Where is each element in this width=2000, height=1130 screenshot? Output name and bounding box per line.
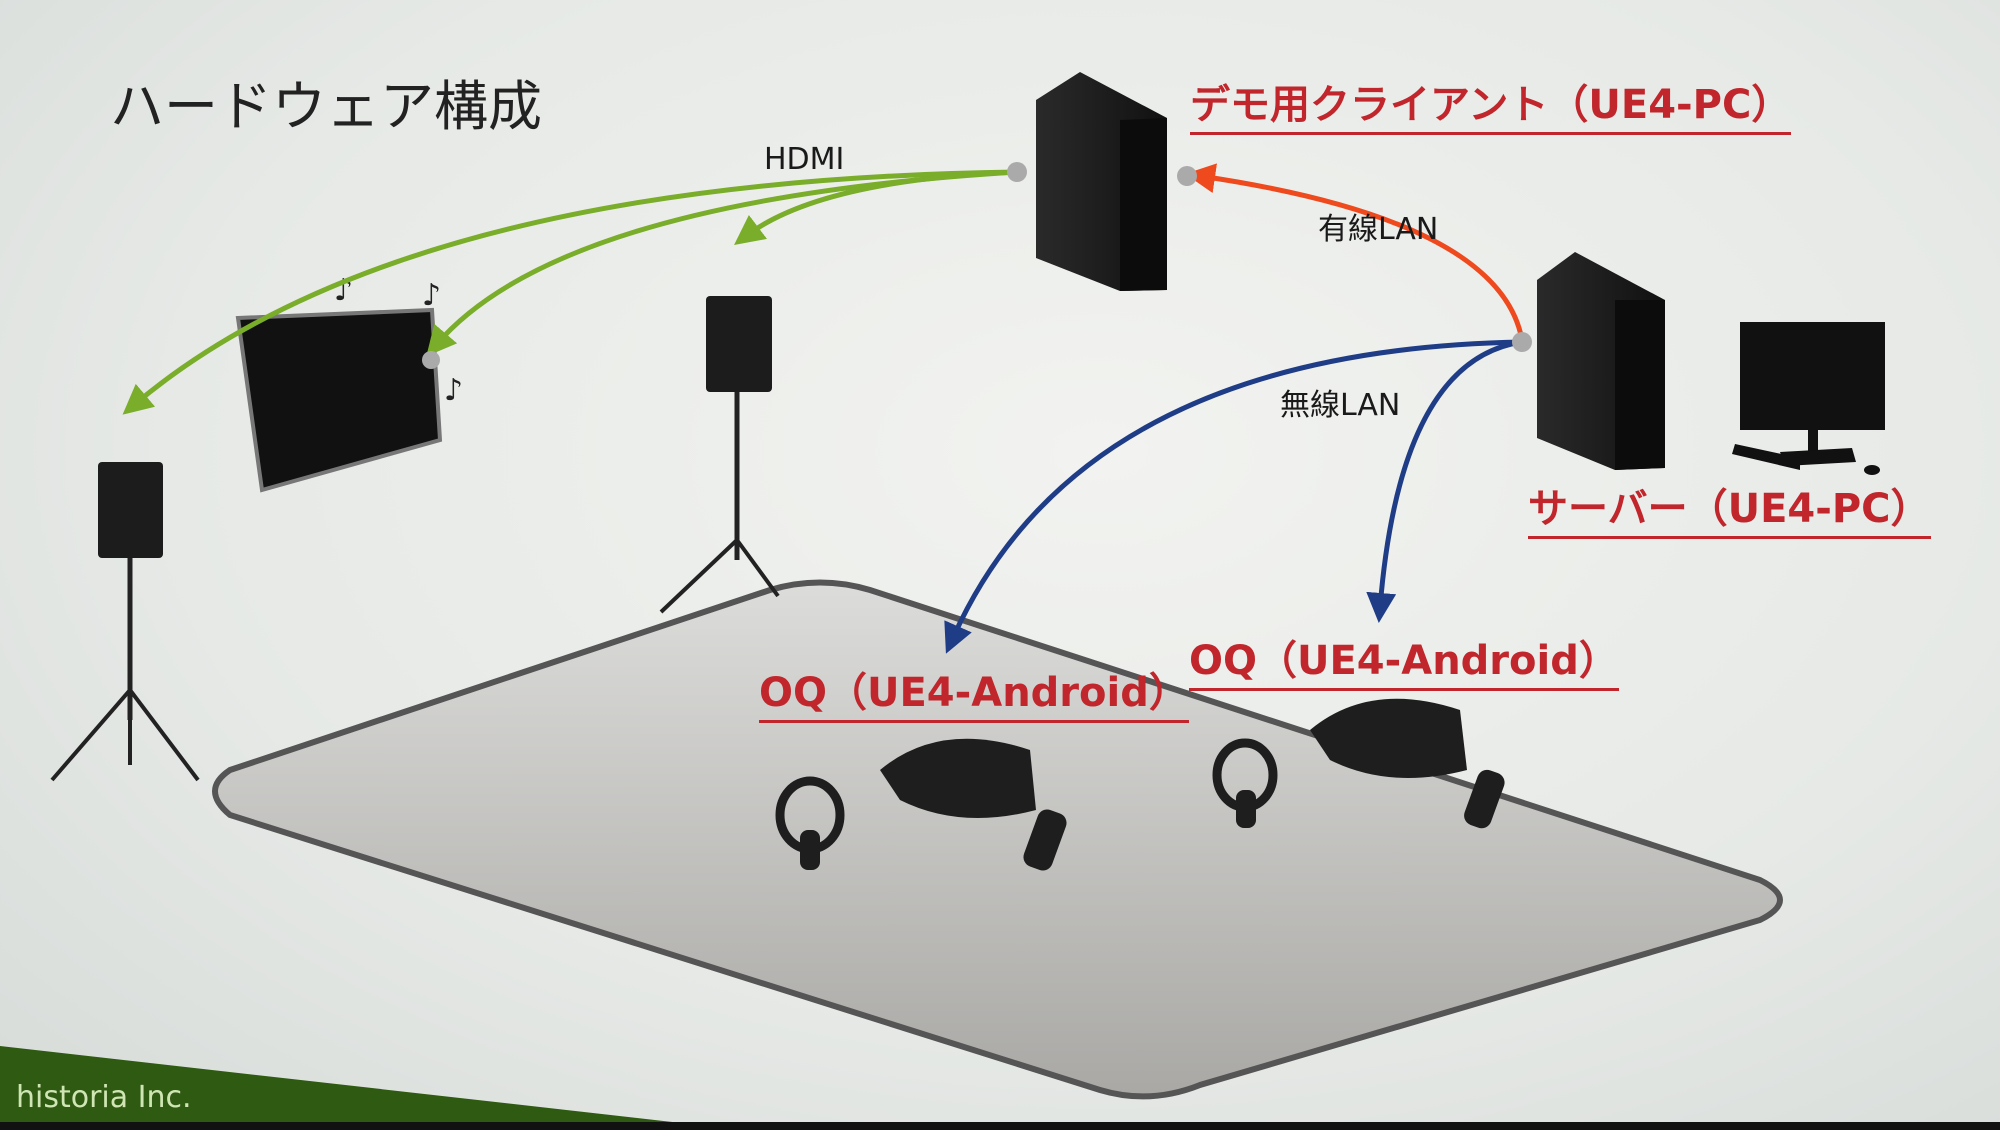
vr-headset-left [775,738,1067,871]
footer-company: historia Inc. [16,1080,192,1115]
client-pc-label: デモ用クライアント（UE4-PC） [1190,72,1792,135]
speaker-left [50,462,200,782]
server-monitor [1732,322,1885,475]
oq-left-label: OQ（UE4-Android） [759,660,1189,723]
wired-lan-label: 有線LAN [1318,212,1439,247]
speaker-middle [659,296,780,614]
wireless-lan-connections [944,339,1523,654]
server-pc-tower [1537,252,1665,470]
tv-display [235,307,443,493]
wired-lan-connection [1185,163,1525,341]
svg-text:♪: ♪ [444,373,463,408]
svg-text:♪: ♪ [422,278,441,313]
stage-platform [212,579,1783,1100]
client-pc-tower [1036,72,1167,291]
oq-right-label: OQ（UE4-Android） [1189,628,1619,691]
footer-band [0,1046,690,1124]
hdmi-label: HDMI [764,142,845,177]
server-pc-label: サーバー（UE4-PC） [1528,476,1931,539]
slide-title: ハードウェア構成 [110,75,542,138]
music-note-icon: ♪♪♪ [334,273,463,408]
hdmi-connections [122,169,1018,415]
vr-headset-right [1212,698,1505,829]
connection-dots [422,162,1532,369]
footer-bar [0,1122,2000,1130]
wireless-lan-label: 無線LAN [1280,388,1401,423]
